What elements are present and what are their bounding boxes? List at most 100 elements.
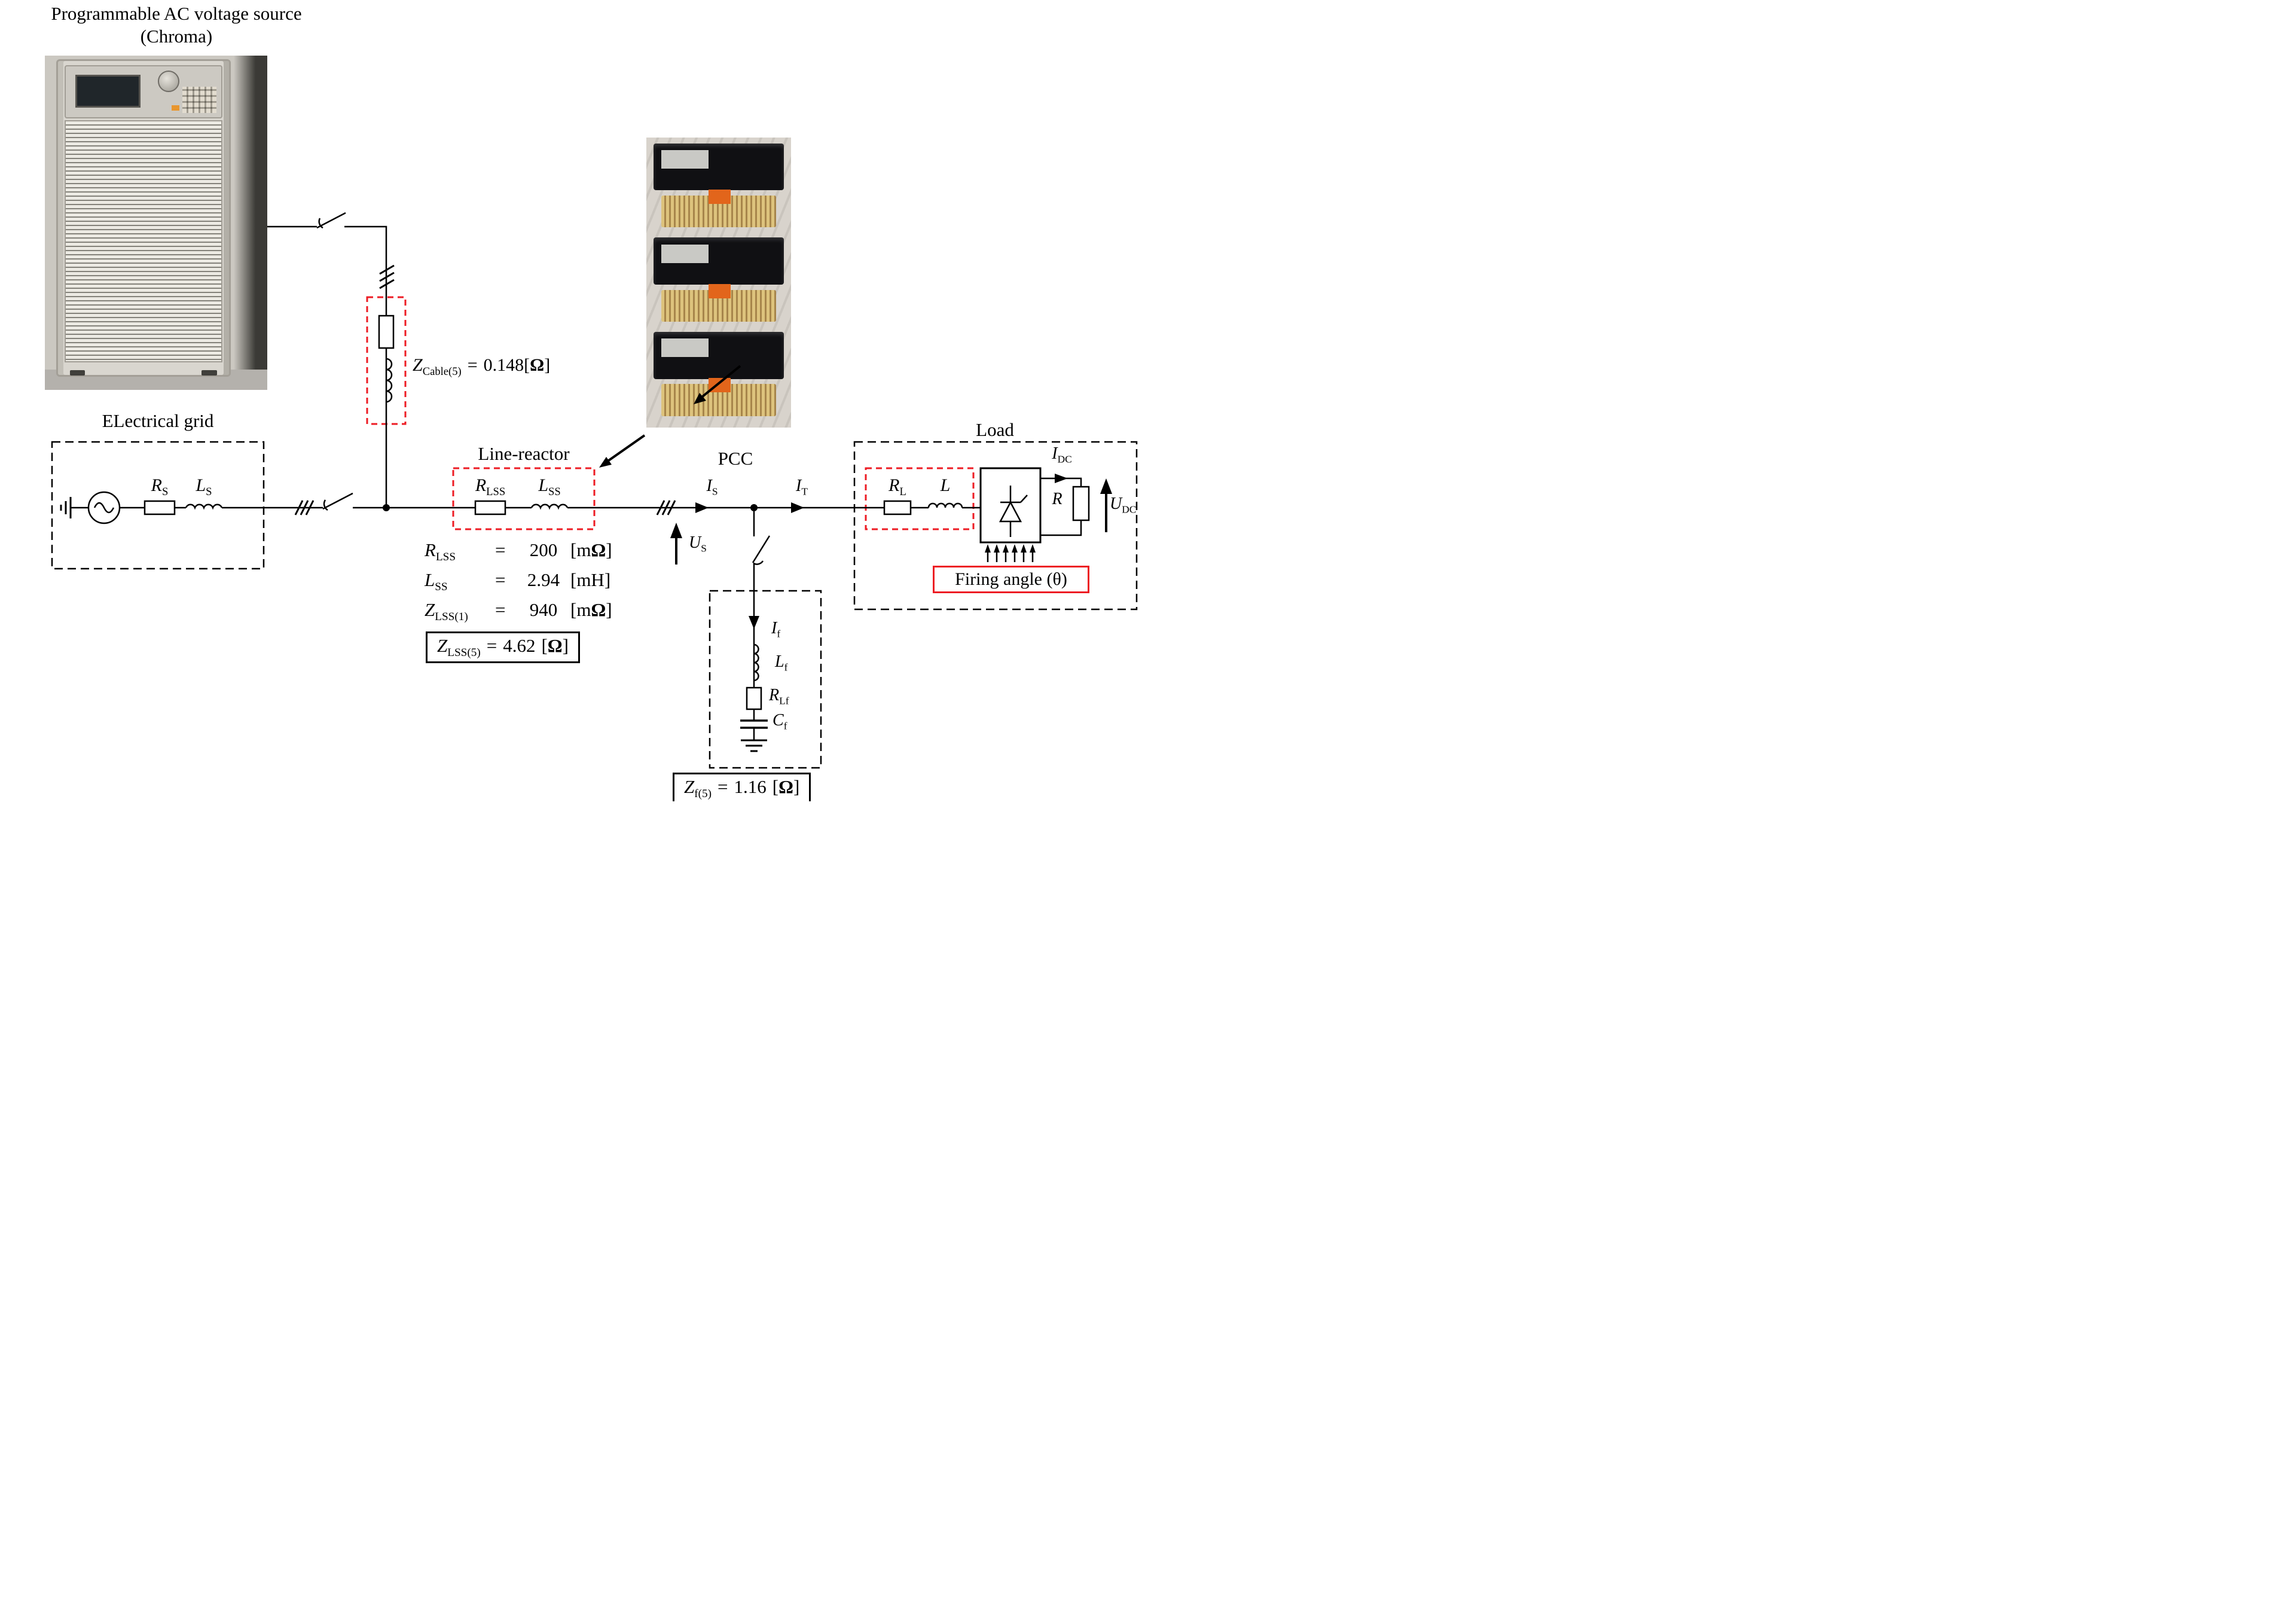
rectifier-box bbox=[979, 467, 1042, 544]
param-sub: SS bbox=[435, 581, 448, 594]
param-sub: LSS(1) bbox=[435, 611, 468, 624]
pulse-head bbox=[994, 544, 1000, 553]
zlss5-sub: LSS(5) bbox=[447, 646, 481, 660]
inductor-lss bbox=[530, 504, 569, 510]
rs-label: RS bbox=[151, 475, 169, 498]
resistor-cable bbox=[378, 315, 395, 349]
resistor-r-load bbox=[1072, 486, 1090, 521]
unit-pre: [ bbox=[541, 635, 548, 656]
udc-arrow-head bbox=[1100, 478, 1112, 494]
line-reactor-title: Line-reactor bbox=[478, 443, 570, 464]
udc-sub: DC bbox=[1122, 504, 1137, 515]
param-value: 2.94 bbox=[527, 569, 560, 590]
pulse-head bbox=[1030, 544, 1036, 553]
rlf-base: R bbox=[769, 686, 780, 704]
line-reactor-box bbox=[452, 467, 596, 530]
param-base: Z bbox=[425, 599, 435, 620]
udc-base: U bbox=[1110, 495, 1122, 513]
line-reactor-parameters: RLSS = 200 [mΩ] LSS = 2.94 [mH] ZLSS(1) … bbox=[425, 539, 612, 629]
param-eq: = bbox=[495, 599, 506, 620]
pulse-head bbox=[985, 544, 991, 553]
resistor-rl bbox=[883, 500, 912, 515]
rl-label: RL bbox=[889, 475, 906, 498]
slash-group-cable bbox=[379, 264, 395, 289]
if-base: I bbox=[771, 619, 777, 637]
zf5-eq: = bbox=[718, 776, 728, 797]
rl-base: R bbox=[889, 475, 900, 495]
unit-pre: [m bbox=[570, 599, 591, 620]
zcable-unit-omega: Ω bbox=[530, 355, 545, 375]
unit-post: ] bbox=[606, 599, 612, 620]
main-switch-blade bbox=[322, 492, 353, 510]
inductor-lf bbox=[753, 643, 759, 682]
capacitor-plates bbox=[740, 719, 768, 729]
param-value: 940 bbox=[529, 599, 558, 620]
zf5-base: Z bbox=[684, 776, 695, 797]
inductor-cable bbox=[386, 358, 393, 403]
inductor-l-load bbox=[927, 502, 963, 508]
firing-angle-box: Firing angle (θ) bbox=[933, 566, 1089, 593]
if-label: If bbox=[771, 619, 781, 640]
unit-pre: [mH] bbox=[570, 569, 611, 590]
param-unit: [mΩ] bbox=[570, 539, 612, 561]
it-label: IT bbox=[796, 477, 808, 498]
chroma-keypad bbox=[182, 87, 216, 113]
zcable-unit-post: ] bbox=[544, 355, 551, 375]
ac-source-circle bbox=[87, 491, 121, 524]
reactor-unit-2 bbox=[654, 237, 784, 322]
param-row-lss: LSS = 2.94 [mH] bbox=[425, 569, 612, 599]
cf-label: Cf bbox=[773, 711, 787, 732]
chroma-vent-grille bbox=[65, 120, 222, 363]
zlss5-boxed-value: ZLSS(5)=4.62[Ω] bbox=[426, 631, 580, 664]
zcable-sub: Cable(5) bbox=[422, 365, 462, 378]
unit-omega: Ω bbox=[778, 776, 793, 797]
lf-sub: f bbox=[784, 661, 788, 673]
param-unit: [mΩ] bbox=[570, 599, 612, 621]
idc-base: I bbox=[1052, 444, 1058, 463]
source-switch-arc bbox=[318, 218, 323, 229]
chroma-control-panel bbox=[65, 65, 222, 118]
zcable-value: 0.148 bbox=[483, 355, 524, 375]
ac-source-symbol bbox=[87, 491, 121, 524]
photo-callout-head bbox=[599, 457, 612, 468]
param-row-zlss1: ZLSS(1) = 940 [mΩ] bbox=[425, 599, 612, 629]
param-sub: LSS bbox=[435, 551, 456, 564]
filter-switch-arc bbox=[753, 560, 764, 565]
reactor-label-sticker bbox=[661, 338, 709, 358]
firing-pulse-arrows bbox=[985, 544, 1036, 562]
idc-arrow bbox=[1055, 474, 1068, 483]
thyristor-leads bbox=[1000, 486, 1021, 537]
reactor-label-sticker bbox=[661, 149, 709, 169]
rlss-sub: LSS bbox=[486, 486, 506, 498]
reactor-unit-3 bbox=[654, 331, 784, 416]
rs-base: R bbox=[151, 475, 162, 495]
if-arrow bbox=[749, 616, 759, 629]
idc-label: IDC bbox=[1052, 444, 1071, 465]
slash-group-grid bbox=[294, 500, 315, 515]
chroma-orange-key bbox=[171, 105, 179, 111]
l-base: L bbox=[940, 475, 951, 495]
unit-omega: Ω bbox=[591, 539, 606, 560]
resistor-rlss bbox=[474, 500, 506, 515]
resistor-rs bbox=[144, 500, 176, 515]
cable-junction-dot bbox=[383, 504, 390, 511]
unit-omega: Ω bbox=[591, 599, 606, 620]
us-label: US bbox=[689, 533, 707, 554]
ls-base: L bbox=[196, 475, 206, 495]
ground-symbols bbox=[60, 497, 767, 752]
source-title-line2: (Chroma) bbox=[140, 26, 213, 47]
grid-dashed-box bbox=[51, 441, 265, 570]
us-sub: S bbox=[701, 542, 707, 554]
it-sub: T bbox=[801, 486, 808, 498]
filter-switch-blade bbox=[752, 535, 771, 563]
thyristor-gate bbox=[1020, 495, 1028, 503]
rlss-base: R bbox=[475, 475, 487, 495]
source-switch-blade bbox=[316, 212, 346, 229]
if-sub: f bbox=[777, 628, 781, 640]
chroma-knob bbox=[157, 71, 179, 93]
reactor-terminal bbox=[708, 378, 731, 393]
reactor-unit-1 bbox=[654, 143, 784, 228]
it-arrow bbox=[791, 502, 804, 513]
capacitor-cf bbox=[740, 719, 768, 729]
param-eq: = bbox=[495, 569, 506, 590]
